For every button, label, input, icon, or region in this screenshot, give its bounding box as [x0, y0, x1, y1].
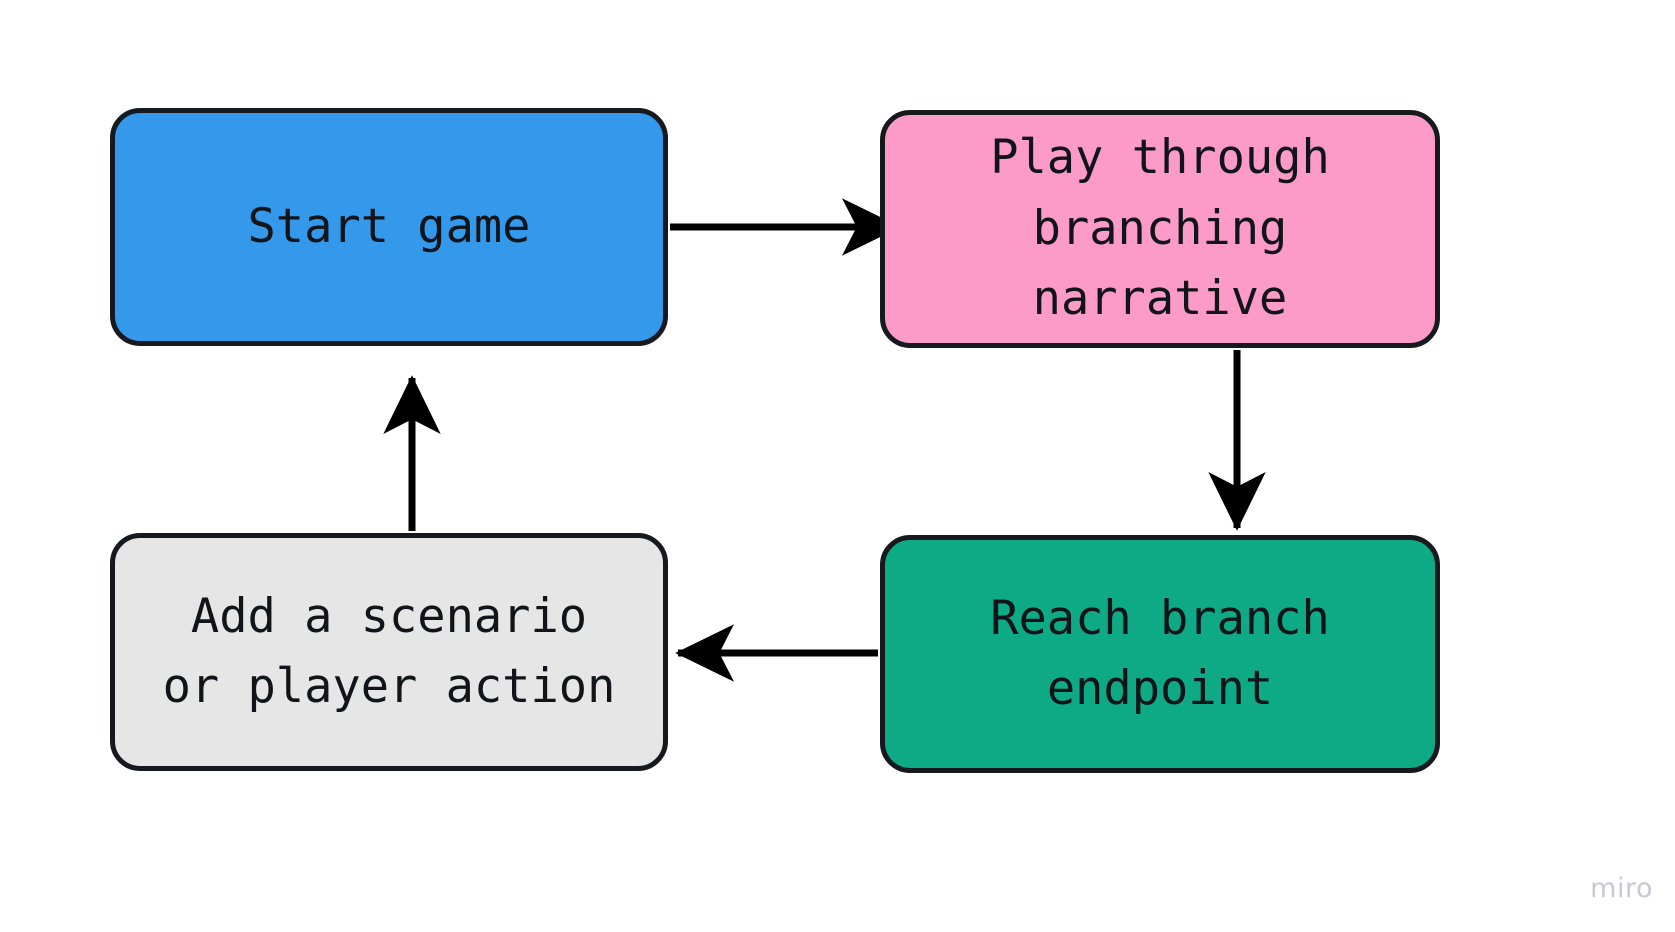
node-reach-endpoint[interactable]: Reach branch endpoint [880, 535, 1440, 773]
node-play-narrative[interactable]: Play through branching narrative [880, 110, 1440, 348]
node-start-game[interactable]: Start game [110, 108, 668, 346]
miro-watermark: miro [1590, 873, 1653, 904]
node-add-scenario[interactable]: Add a scenario or player action [110, 533, 668, 771]
